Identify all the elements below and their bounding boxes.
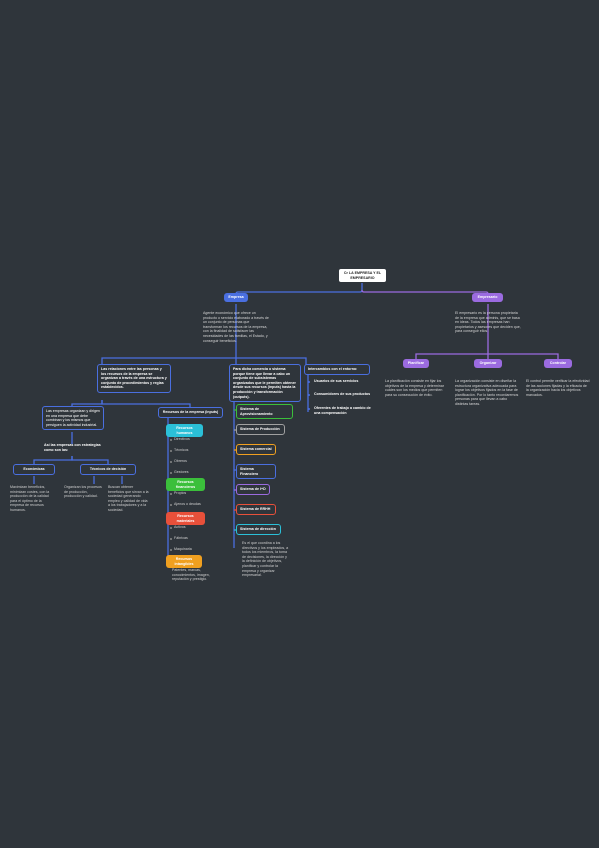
sociales-text: Buscan obtener beneficios que sirvan a l… [108,485,149,512]
rf-item-1: Propios [174,491,187,495]
bullet-dot [170,449,172,452]
bullet-dot [170,548,172,551]
empresa-description: Agente económico que ofrece un producto … [203,311,269,343]
bullet-dot [170,492,172,495]
root-topic[interactable]: Cr LA EMPRESA Y EL EMPRESARIO [339,269,386,283]
funcion-controlar[interactable]: Controlar [544,359,572,368]
rh-item-3: Obreros [174,459,187,463]
sistema-aprovisionamiento[interactable]: Sistema de Aprovisionamiento [236,404,293,420]
sistema-produccion[interactable]: Sistema de Producción [236,424,285,435]
funcion-planificar[interactable]: Planificar [403,359,429,368]
sistema-box[interactable]: Para dicha comercia o sistema porque tie… [229,364,301,403]
sistema-direccion-text: Es el que coordina a los directivos y lo… [242,541,289,578]
bullet-dot [308,380,310,383]
rh-item-2: Técnicos [174,448,189,452]
recursos-intangibles[interactable]: Recursos intangibles [166,555,202,569]
funcion-organizar-text: La organización consiste en diseñar la e… [455,379,519,406]
objetivos-box[interactable]: Las empresas organizan y dirigen en una … [42,406,104,431]
bullet-dot [170,537,172,540]
economicos-text: Maximizan beneficios, minimizan costes, … [10,485,50,512]
intercambio-item-2: Consumidores de sus productos [314,392,371,396]
bullet-dot [308,393,310,396]
sistema-financiero[interactable]: Sistema Financiero [236,464,276,480]
recursos-financieros[interactable]: Recursos financieros [166,478,205,492]
rm-item-2: Fábricas [174,536,188,540]
bullet-dot [170,460,172,463]
funcion-planificar-text: La planificación consiste en fijar los o… [385,379,444,397]
intercambio-box[interactable]: Intercambios con el entorno: [304,364,370,375]
empresa-topic[interactable]: Empresa [224,293,248,302]
funcion-organizar[interactable]: Organizar [474,359,502,368]
bullet-dot [170,438,172,441]
bullet-dot [308,407,310,410]
rm-item-3: Maquinaria [174,547,192,551]
sistema-id[interactable]: Sistema de I+D [236,484,270,495]
tecnicos-box[interactable]: Técnicos de decisión [80,464,136,475]
sistema-rrhh[interactable]: Sistema de RRHH [236,504,276,515]
sistema-direccion[interactable]: Sistema de dirección [236,524,281,535]
sistema-comercial[interactable]: Sistema comercial [236,444,276,455]
empresario-topic[interactable]: Empresario [472,293,503,302]
tecnicos-text: Organizan los procesos de producción, pr… [64,485,102,499]
recursos-humanos[interactable]: Recursos humanos [166,424,203,438]
intercambio-item-1: Usuarios de sus servicios [314,379,359,383]
bullet-dot [170,503,172,506]
estrategias-label: Así las empresas con estrategias como so… [44,443,101,452]
rm-item-1: Activos [174,525,186,529]
intercambio-item-3: Oferentes de trabajo a cambio de una com… [314,406,371,415]
ri-text: Patentes, marcas, conocimientos, imagen,… [172,568,210,582]
rh-item-4: Gestores [174,470,189,474]
relaciones-box[interactable]: Las relaciones entre las personas y los … [97,364,171,393]
rf-item-2: Ajenos o deudas [174,502,201,506]
bullet-dot [170,526,172,529]
funcion-controlar-text: El control permite verificar la efectivi… [526,379,590,397]
recursos-box[interactable]: Recursos de la empresa (inputs) [158,407,223,418]
empresario-description: El empresario es la persona propietaria … [455,311,521,334]
bullet-dot [170,471,172,474]
rh-item-1: Directivos [174,437,190,441]
recursos-materiales[interactable]: Recursos materiales [166,512,205,526]
economicos-box[interactable]: Económicas [13,464,55,475]
